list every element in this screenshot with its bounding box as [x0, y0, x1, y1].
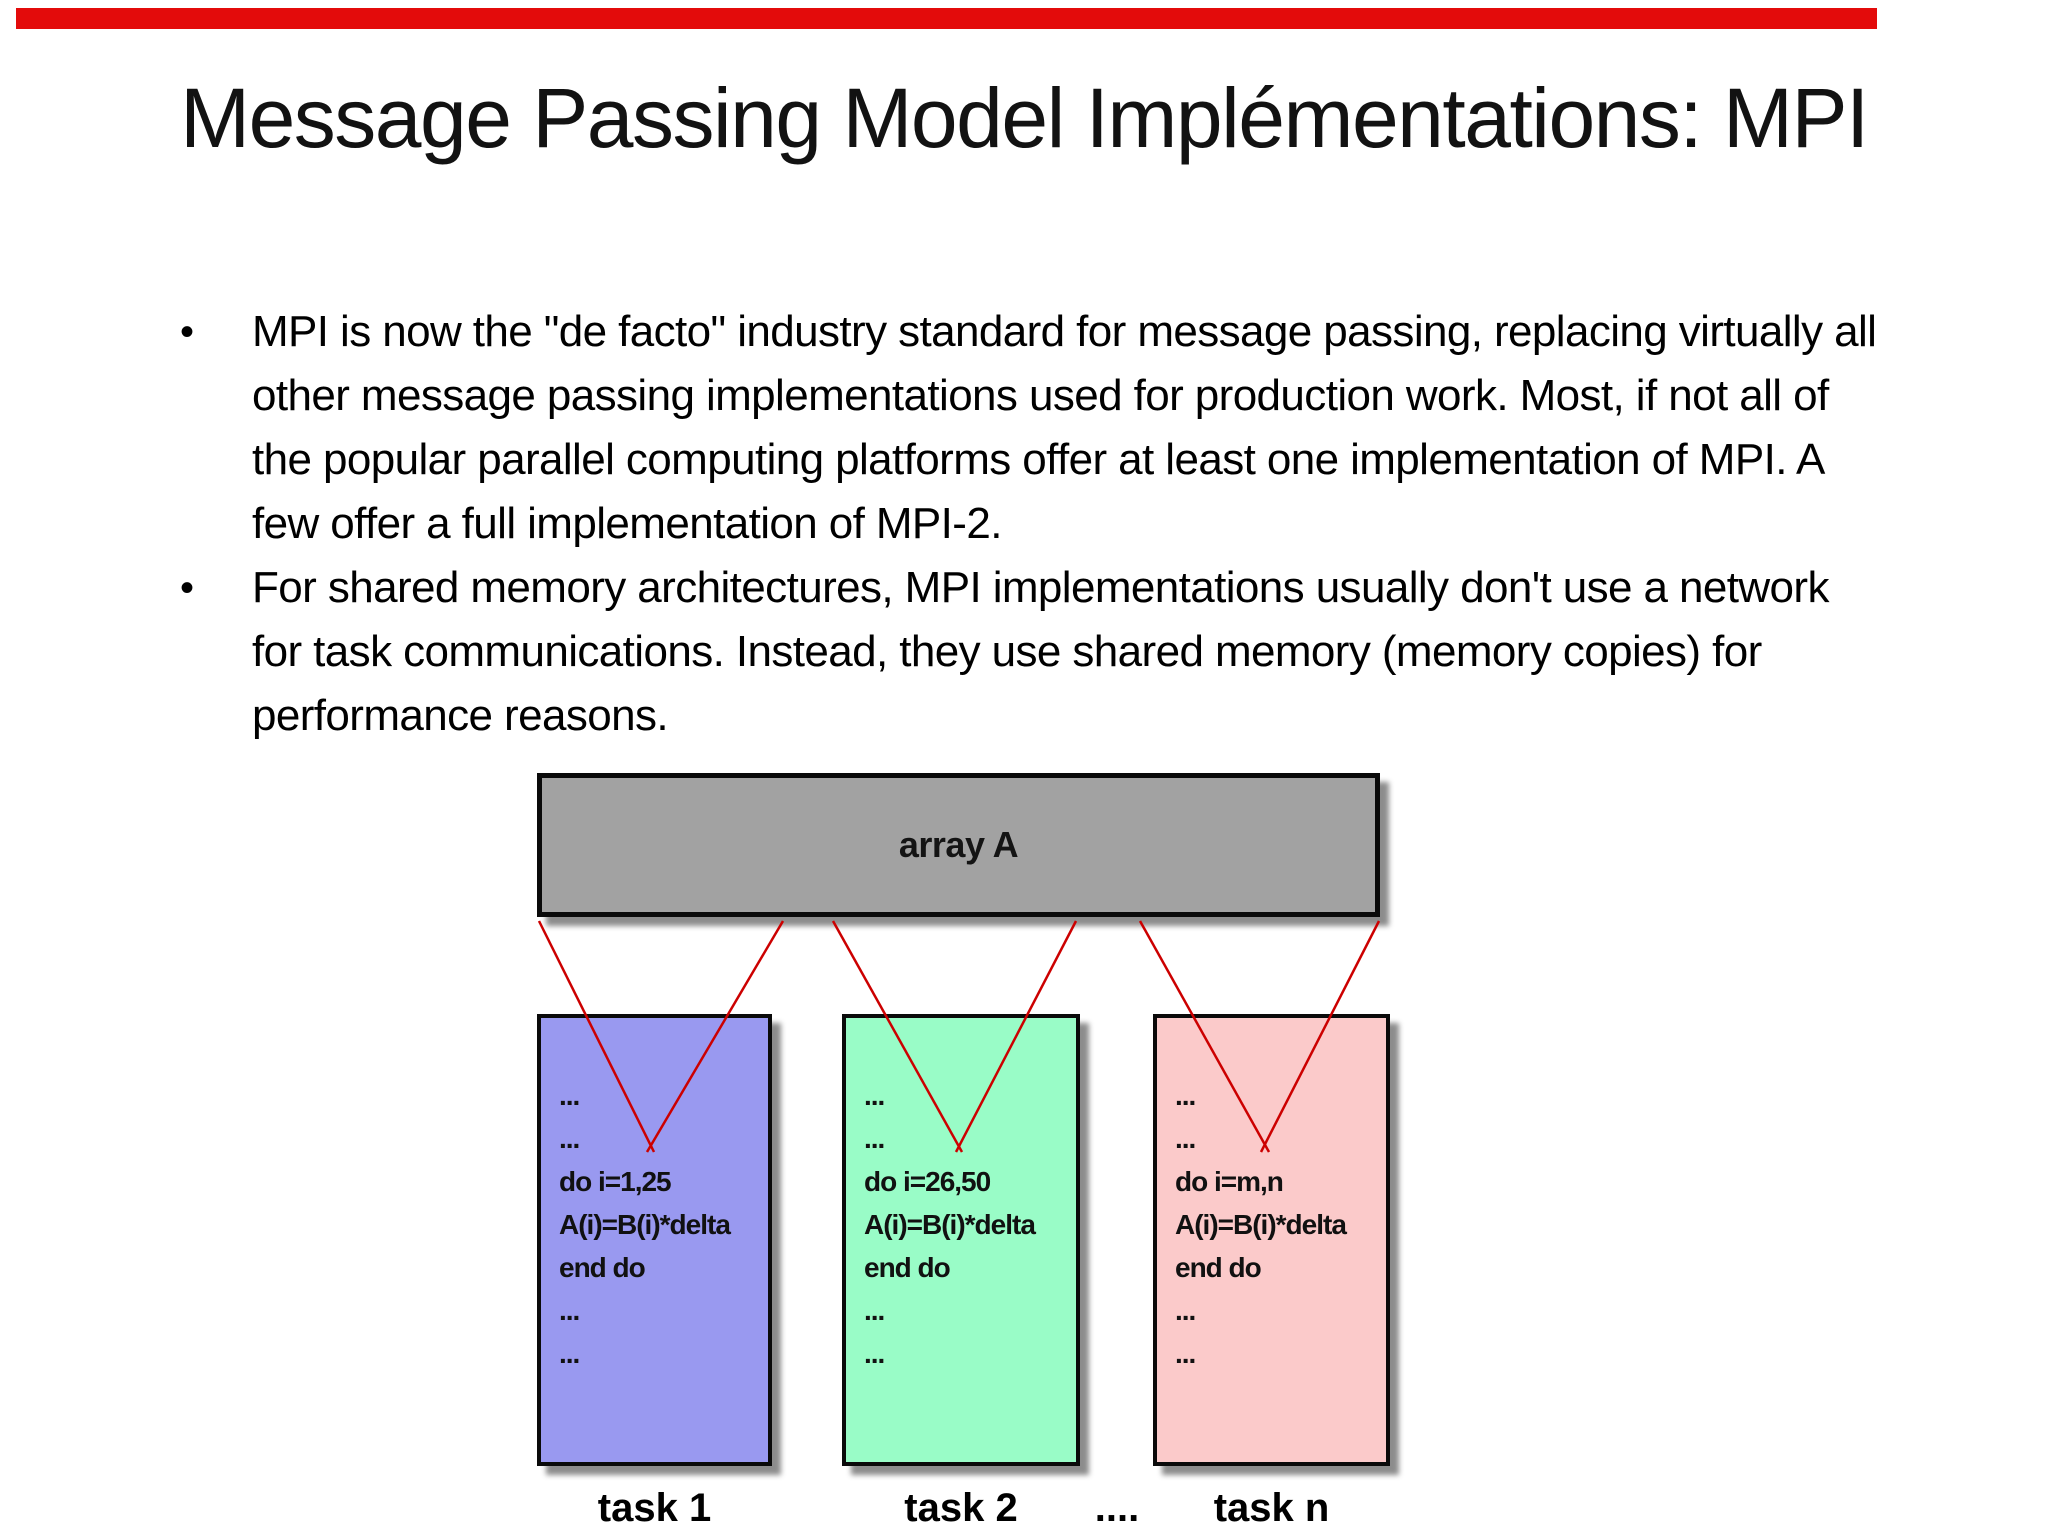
code-line: do i=m,n	[1175, 1166, 1284, 1197]
code-line: A(i)=B(i)*delta	[559, 1209, 731, 1240]
array-a-box: array A	[537, 773, 1380, 917]
code-line: ...	[1175, 1123, 1196, 1154]
task-2-box: ... ... do i=26,50 A(i)=B(i)*delta end d…	[842, 1014, 1080, 1466]
task-2-label: task 2	[904, 1486, 1018, 1530]
code-line: ...	[1175, 1338, 1196, 1369]
code-line: ...	[864, 1295, 885, 1326]
code-line: ...	[864, 1080, 885, 1111]
bullet-item: MPI is now the "de facto" industry stand…	[178, 300, 1878, 556]
code-line: ...	[559, 1080, 580, 1111]
code-line: end do	[1175, 1252, 1262, 1283]
code-line: ...	[559, 1123, 580, 1154]
code-line: end do	[559, 1252, 646, 1283]
code-line: do i=26,50	[864, 1166, 991, 1197]
code-line: A(i)=B(i)*delta	[1175, 1209, 1347, 1240]
bullet-list: MPI is now the "de facto" industry stand…	[178, 300, 1878, 748]
code-line: ...	[559, 1295, 580, 1326]
code-line: do i=1,25	[559, 1166, 672, 1197]
task-n-label: task n	[1213, 1486, 1330, 1530]
code-line: ...	[1175, 1295, 1196, 1326]
slide-title: Message Passing Model Implémentations: M…	[180, 71, 1869, 165]
top-accent-bar	[16, 8, 1877, 29]
bullet-item: For shared memory architectures, MPI imp…	[178, 556, 1878, 748]
code-line: ...	[1175, 1080, 1196, 1111]
task-ellipsis-label: ....	[1094, 1486, 1140, 1530]
task-1-label: task 1	[597, 1486, 712, 1530]
code-line: ...	[864, 1338, 885, 1369]
code-line: ...	[864, 1123, 885, 1154]
code-line: end do	[864, 1252, 951, 1283]
array-a-label: array A	[898, 824, 1019, 865]
task-1-box: ... ... do i=1,25 A(i)=B(i)*delta end do…	[537, 1014, 772, 1466]
code-line: A(i)=B(i)*delta	[864, 1209, 1036, 1240]
code-line: ...	[559, 1338, 580, 1369]
task-n-box: ... ... do i=m,n A(i)=B(i)*delta end do …	[1153, 1014, 1390, 1466]
